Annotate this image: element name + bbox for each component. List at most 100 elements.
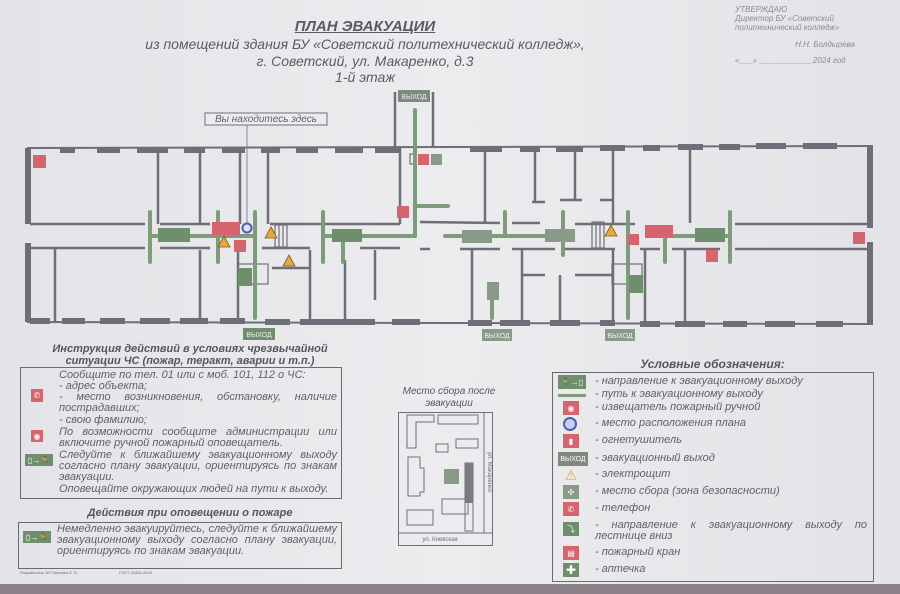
windows-top: [60, 143, 837, 153]
manual-fire-alarm-icon: [853, 232, 865, 244]
exit-direction-sign: [545, 229, 575, 242]
instructions-notify: По возможности сообщите администрации ил…: [59, 426, 337, 449]
fire-actions-box: ▯→🏃 Немедленно эвакуируйтесь, следуйте к…: [18, 522, 342, 569]
exit-direction-icon: ▯→🏃: [25, 454, 53, 466]
electrical-panels: [217, 224, 618, 267]
fire-extinguisher-icon: ▮: [563, 434, 579, 448]
approval-date: «___» ____________2024 год: [735, 56, 846, 65]
assembly-point-icon: ✣: [563, 485, 579, 499]
street-label-makarenko: ул. Макаренко: [486, 452, 492, 493]
exit-direction-sign: [158, 228, 190, 242]
assembly-point-icon: [444, 469, 459, 484]
stairs-down-exit-icon: [238, 268, 252, 286]
plan-floor: 1-й этаж: [335, 69, 395, 85]
exit-direction-icon: ▯→🏃: [23, 531, 51, 543]
electrical-panel-icon: ⚠: [564, 466, 578, 483]
corridor-walls: [30, 220, 868, 251]
instructions-call: Сообщите по тел. 01 или с моб. 101, 112 …: [59, 369, 306, 381]
stairs: [237, 153, 643, 285]
plan-subtitle-building: из помещений здания БУ «Советский полите…: [145, 36, 585, 52]
instructions-warn: Оповещайте окружающих людей на пути к вы…: [59, 483, 329, 495]
plan-location-icon: [241, 222, 253, 234]
exit-sign-right: [605, 329, 635, 341]
phone-icon: ✆: [563, 502, 579, 516]
instructions-box: Сообщите по тел. 01 или с моб. 101, 112 …: [20, 367, 342, 499]
exits: ВЫХОД ВЫХОД ВЫХОД ВЫХОД: [243, 90, 635, 341]
instructions-item-place: - место возникновения, обстановку, налич…: [59, 391, 337, 414]
exit-label-top: ВЫХОД: [401, 94, 427, 101]
instructions-follow: Следуйте к ближайшему эвакуационному вых…: [59, 449, 337, 483]
you-are-here-label: Вы находитесь здесь: [215, 114, 317, 125]
manual-fire-alarm-icon: ◉: [31, 430, 43, 442]
legend-item: - место расположения плана: [555, 416, 870, 433]
exit-label-right: ВЫХОД: [607, 333, 633, 340]
exit-sign-icon: ВЫХОД: [558, 452, 588, 466]
exit-direction-sign: [332, 229, 362, 242]
evacuation-path-icon: [558, 394, 586, 397]
legend-item: ✚- аптечка: [555, 562, 870, 579]
plan-title: ПЛАН ЭВАКУАЦИИ: [294, 18, 436, 35]
fire-extinguisher-icon: [33, 155, 46, 168]
legend-item: ◉- извещатель пожарный ручной: [555, 400, 870, 417]
approval-block: УТВЕРЖДАЮ Директор БУ «Советский политех…: [735, 5, 855, 65]
manual-fire-alarm-icon: [418, 154, 429, 165]
instructions-item-name: - свою фамилию;: [59, 414, 147, 426]
floor-plan: Вы находитесь здесь ВЫХОД ВЫХОД ВЫХОД ВЫ…: [25, 90, 873, 341]
fire-hydrant-icon: [645, 225, 673, 238]
electrical-panel-icon: [282, 254, 296, 267]
stairs-down-exit-icon: [629, 275, 643, 293]
instructions-title: Инструкция действий в условиях чрезвычай…: [52, 343, 328, 367]
legend-item: ВЫХОД- эвакуационный выход: [555, 451, 870, 468]
footer: Разработчик: ИП Березюк Е. В. ГОСТ 34428…: [20, 570, 152, 575]
instructions-item-address: - адрес объекта;: [59, 380, 148, 392]
electrical-panel-icon: [604, 224, 618, 237]
footer-developer: Разработчик: ИП Березюк Е. В.: [20, 570, 78, 575]
footer-standard: ГОСТ 34428-2018: [119, 570, 152, 575]
fire-extinguisher-icon: [706, 250, 718, 262]
windows-bottom: [30, 318, 843, 327]
floor-background: [0, 584, 900, 594]
exit-sign-top: [398, 90, 430, 102]
you-are-here-label-box: [204, 112, 328, 126]
first-aid-icon: [431, 154, 442, 165]
plan-subtitle-address: г. Советский, ул. Макаренко, д.3: [256, 53, 474, 69]
manual-fire-alarm-icon: ◉: [563, 401, 579, 415]
staircase-right-center: [591, 221, 605, 249]
phone-icon: ✆: [31, 389, 43, 402]
electrical-panel-icon: [264, 226, 278, 239]
exit-sign-left: [243, 328, 275, 340]
approval-heading: УТВЕРЖДАЮ: [735, 5, 788, 14]
legend-title: Условные обозначения:: [640, 357, 785, 371]
approval-position: Директор БУ «Советский: [735, 14, 834, 23]
legend-item: - путь к эвакуационному выходу: [555, 387, 870, 404]
legend-box: [552, 372, 874, 582]
electrical-panel-icon: [217, 235, 231, 248]
first-aid-icon: ✚: [563, 563, 579, 577]
approval-organization: политехнический колледж»: [735, 23, 840, 32]
exit-label-center: ВЫХОД: [484, 333, 510, 340]
fire-actions-text: Немедленно эвакуируйтесь, следуйте к бли…: [57, 523, 337, 557]
street-label-kievskaya: ул. Киевская: [422, 537, 457, 543]
exit-direction-sign: [695, 228, 725, 242]
manual-fire-alarm-icon: [234, 240, 246, 252]
exit-direction-sign: [462, 230, 492, 243]
fire-hydrant-icon: ▤: [563, 546, 579, 560]
exit-sign-center: [482, 329, 512, 341]
assembly-title: Место сбора после эвакуации: [402, 386, 496, 409]
assembly-point-icon: [487, 282, 499, 300]
fire-equipment: [33, 154, 865, 262]
manual-fire-alarm-icon: [628, 234, 639, 245]
fire-hydrant-icon: [212, 222, 240, 235]
staircase-left-center: [274, 224, 288, 248]
exit-direction-signs: [158, 228, 725, 300]
legend-item: ▮- огнетушитель: [555, 433, 870, 450]
legend-item: ✆- телефон: [555, 501, 870, 518]
legend-item: 🏃→▯- направление к эвакуационному выходу: [555, 374, 870, 391]
walls: [25, 92, 873, 327]
assembly-map-border: [398, 412, 493, 546]
legend-item: ▤- пожарный кран: [555, 545, 870, 562]
phone-icon: [397, 206, 409, 218]
legend-item: ⚠- электрощит: [564, 466, 671, 483]
legend-item: ✣- место сбора (зона безопасности): [555, 484, 870, 501]
